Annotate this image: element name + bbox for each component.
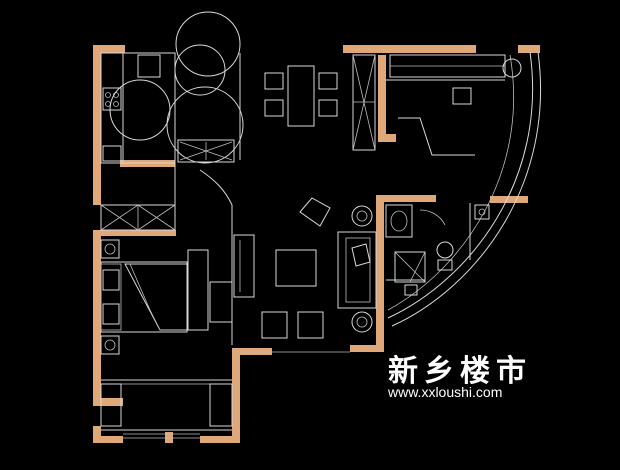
nightstand-bottom (100, 335, 120, 355)
wall-living-bottom (232, 348, 272, 355)
wall-left-upper (93, 45, 101, 205)
pillow-top (102, 269, 120, 291)
door-swing-kitchen (175, 11, 241, 77)
wall-top-right-end (518, 45, 540, 53)
side-table-top (351, 205, 373, 227)
wall-bottom-balcony-left (93, 426, 101, 443)
wall-bottom-right (200, 436, 240, 443)
wall-top-left (93, 45, 125, 53)
bathroom (385, 203, 490, 296)
toilet (436, 241, 454, 259)
cabinet (352, 54, 376, 151)
wall-balcony-right (232, 348, 240, 443)
side-table-bottom (351, 311, 373, 333)
dining-table (287, 65, 315, 127)
dining (264, 54, 376, 151)
sofa (337, 231, 377, 309)
kitchen-sink (102, 145, 122, 162)
wall-bath-top-right (490, 196, 528, 203)
wall-bath-left (376, 195, 384, 352)
stove (102, 87, 122, 111)
wall-bottom-bedroom (93, 398, 123, 406)
wall-dining-pillar (378, 55, 386, 140)
tv-cabinet (233, 234, 255, 298)
wall-living-bottom-right (350, 345, 380, 352)
wall-dining-pillar-foot (378, 134, 396, 142)
living-room (199, 169, 377, 353)
watermark-brand: 新乡楼市 (388, 354, 532, 389)
bedroom (100, 239, 233, 385)
wall-bottom-edge (93, 436, 123, 443)
bath-vanity (385, 204, 413, 238)
wall-bottom-mid (165, 432, 173, 443)
balcony (100, 383, 233, 439)
wardrobe (100, 204, 176, 231)
watermark-url: www.xxloushi.com (388, 384, 503, 400)
nightstand-top (100, 239, 120, 259)
wall-top-right (343, 45, 476, 53)
pillow-bottom (102, 303, 120, 325)
coffee-table (275, 249, 317, 287)
study (386, 54, 522, 156)
wall-left-lower (93, 230, 101, 405)
wall-bedroom-top (96, 230, 176, 236)
kitchen (100, 11, 244, 205)
wall-bath-top (376, 195, 436, 202)
washing-machine (137, 54, 161, 78)
